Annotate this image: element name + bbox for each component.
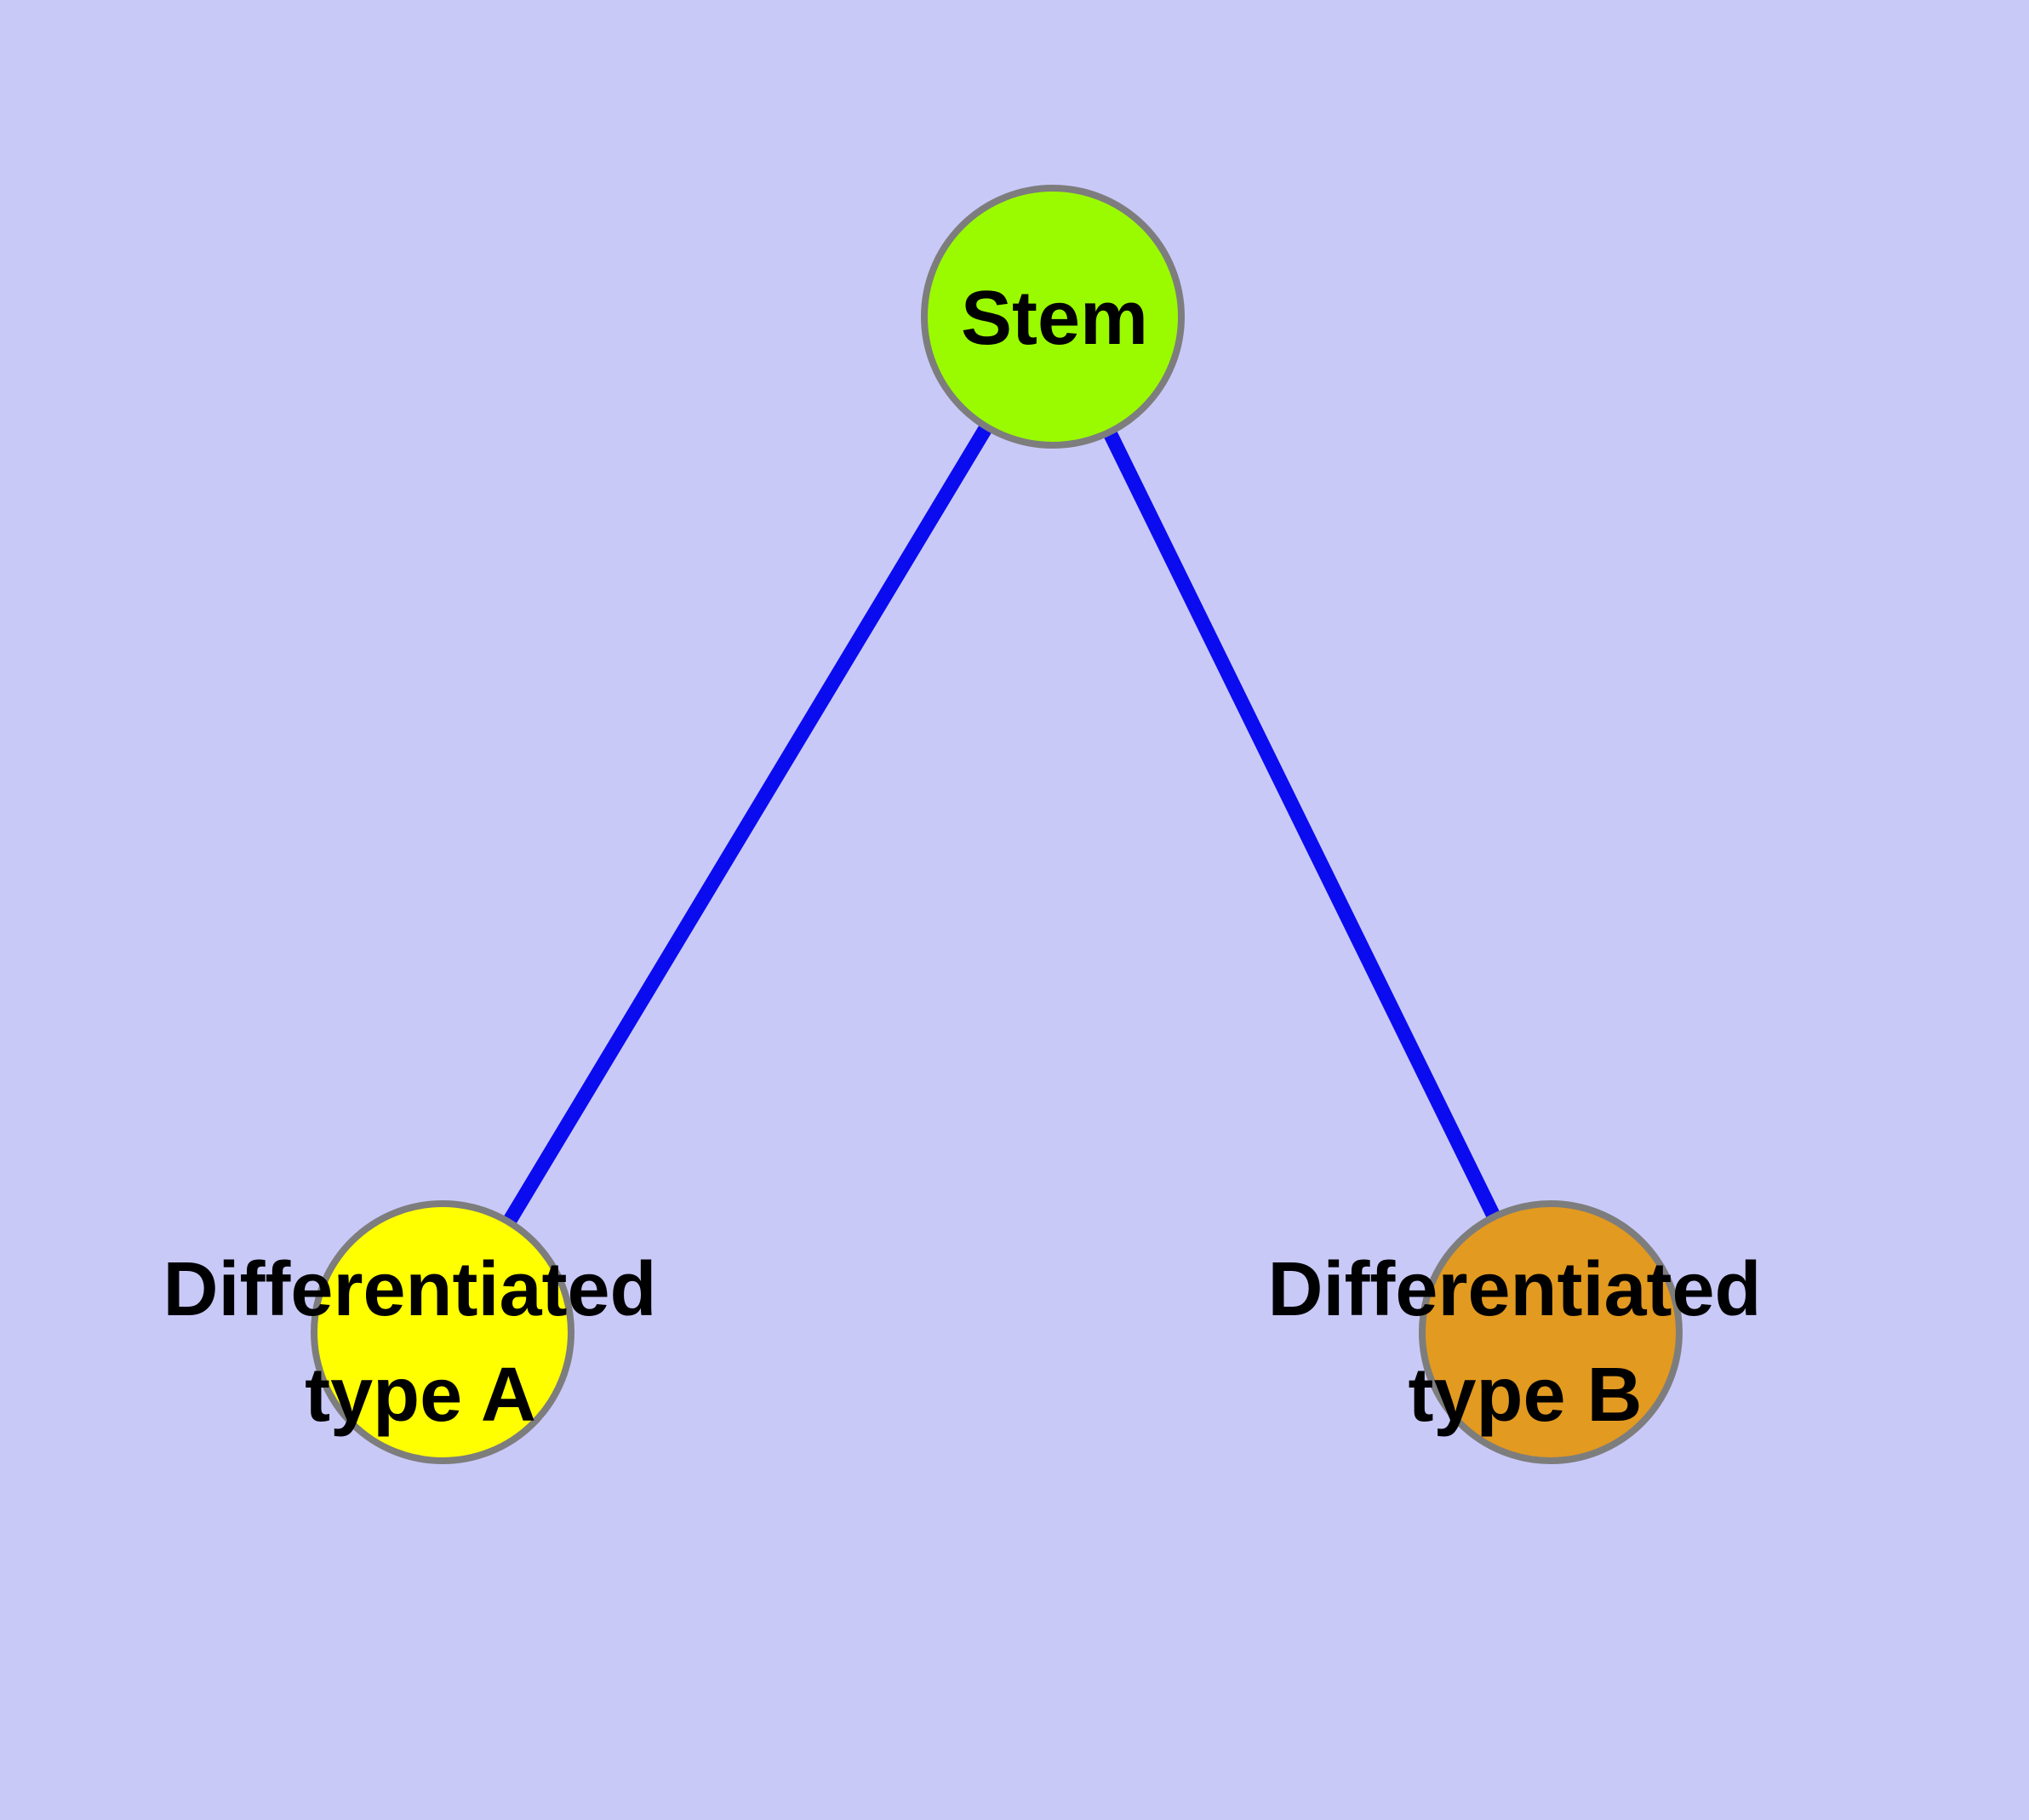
node-label-differentiated-type-a: Differentiated type A — [163, 1247, 677, 1438]
node-label-line: type A — [305, 1353, 536, 1438]
node-differentiated-type-a — [311, 1200, 574, 1464]
node-label-line: Differentiated — [1267, 1247, 1761, 1332]
node-label-stem: Stem — [961, 276, 1148, 361]
edge-stem-to-type-b — [1046, 313, 1557, 1336]
node-label-line: type B — [1408, 1353, 1642, 1438]
node-label-line: Differentiated — [163, 1247, 656, 1332]
node-differentiated-type-b — [1419, 1200, 1683, 1464]
node-stem — [921, 185, 1185, 449]
edge-stem-to-type-a — [436, 312, 1060, 1336]
node-label-differentiated-type-b: Differentiated type B — [1267, 1247, 1782, 1438]
